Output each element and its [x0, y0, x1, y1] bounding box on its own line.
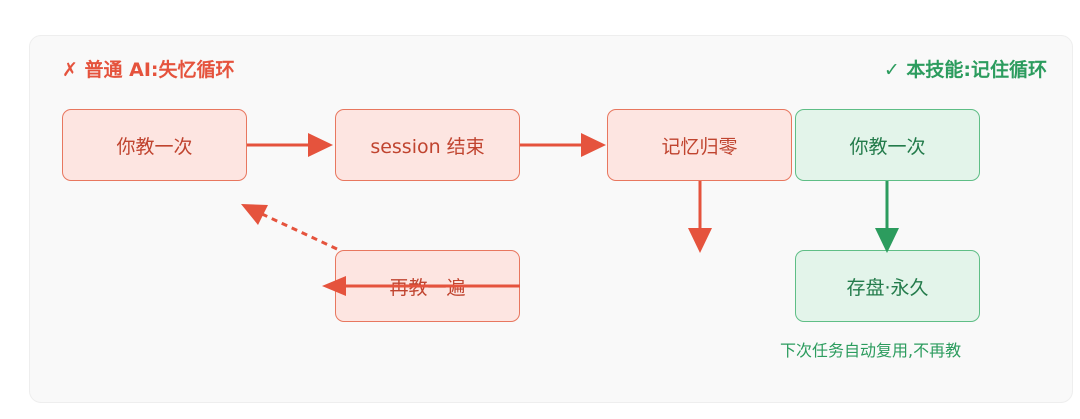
node-teach-once-normal: 你教一次 [62, 109, 247, 181]
reuse-caption: 下次任务自动复用,不再教 [780, 341, 962, 360]
arrow-teach-to-save [875, 181, 899, 253]
arrow-into-teach-again [322, 276, 520, 296]
arrow-loop-back-dashed [241, 204, 338, 251]
forgetting-loop-title: ✗ 普通 AI:失忆循环 [62, 59, 235, 81]
node-session-end: session 结束 [335, 109, 520, 181]
arrow-memory-down [688, 181, 712, 253]
node-teach-once-skill: 你教一次 [795, 109, 980, 181]
node-memory-zero: 记忆归零 [607, 109, 792, 181]
arrow-teach-to-session [247, 133, 333, 157]
remembering-loop-title: ✓ 本技能:记住循环 [883, 59, 1047, 81]
arrow-session-to-memory [520, 133, 606, 157]
diagram-panel [29, 35, 1073, 403]
